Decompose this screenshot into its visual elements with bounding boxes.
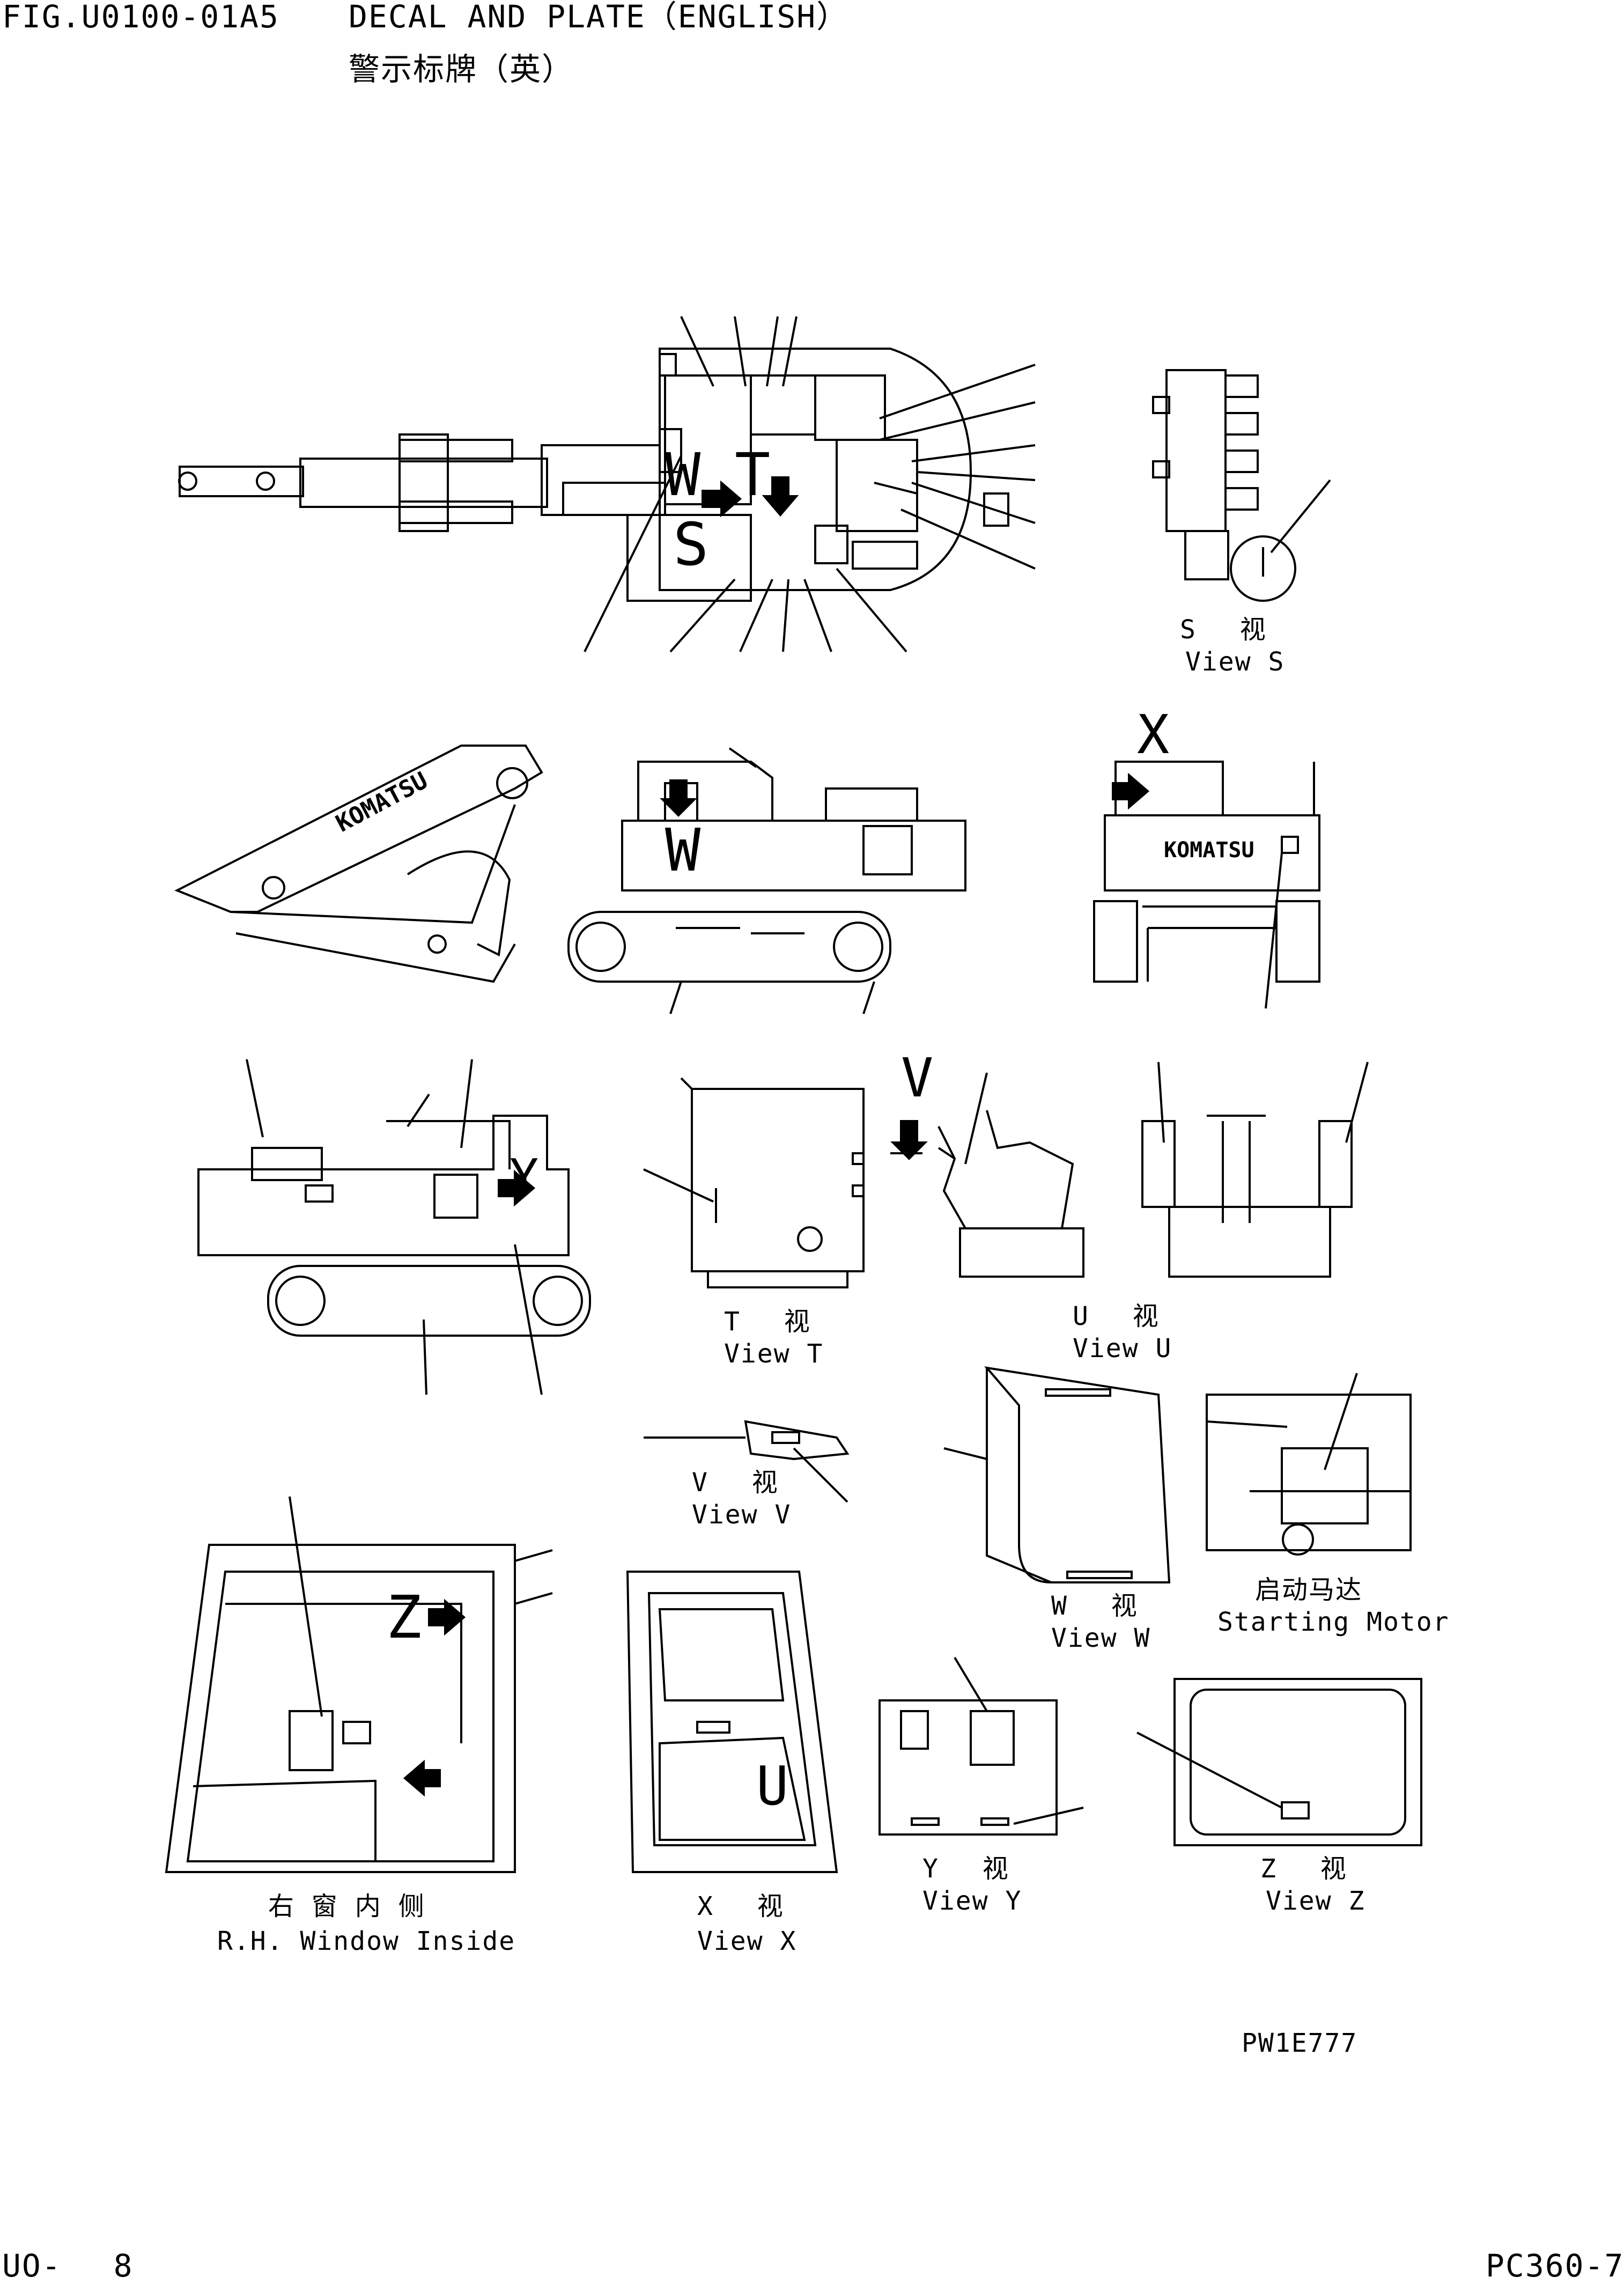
view-t-label-cn: T 视 <box>724 1307 811 1337</box>
view-z-label-cn: Z 视 <box>1260 1854 1347 1884</box>
view-s-label-cn: S 视 <box>1180 615 1267 645</box>
drawing-number: PW1E777 <box>1242 2028 1358 2058</box>
marker-v: V <box>901 1047 934 1109</box>
starting-motor-detail <box>1207 1373 1411 1554</box>
view-u-label-en: View U <box>1073 1333 1172 1364</box>
view-v-label-en: View V <box>692 1500 792 1530</box>
marker-x: X <box>1137 703 1170 766</box>
view-s-label-en: View S <box>1185 647 1285 677</box>
marker-w: W <box>665 816 701 885</box>
view-w-label-cn: W 视 <box>1051 1591 1138 1621</box>
view-x-label-en: View X <box>697 1926 797 1956</box>
rh-window-label-cn: 右 窗 内 侧 <box>268 1891 425 1921</box>
rear-view-excavator <box>1094 762 1319 1008</box>
marker-z: Z <box>386 1583 422 1652</box>
view-x-door <box>628 1572 837 1872</box>
figure-title-chinese: 警示标牌（英） <box>349 51 574 87</box>
marker-s: S <box>673 510 709 579</box>
view-u-seat <box>890 1062 1368 1277</box>
view-u-label-cn: U 视 <box>1073 1301 1160 1331</box>
figure-code: FIG.U0100-01A5 <box>2 0 279 35</box>
view-z-label-en: View Z <box>1266 1886 1365 1916</box>
starting-motor-label-cn: 启动马达 <box>1255 1575 1363 1605</box>
view-y-panel <box>880 1657 1083 1834</box>
right-side-view-excavator <box>198 1059 590 1395</box>
figure-title-english: DECAL AND PLATE（ENGLISH） <box>349 0 849 35</box>
marker-w-top: W <box>665 440 701 509</box>
marker-y: Y <box>510 1149 539 1205</box>
marker-t: T <box>735 440 771 509</box>
model-number: PC360-7 <box>1486 2248 1624 2284</box>
view-x-label-cn: X 视 <box>697 1891 784 1921</box>
rh-window-label-en: R.H. Window Inside <box>217 1926 516 1956</box>
view-v-lever <box>644 1421 847 1502</box>
view-w-window <box>944 1368 1169 1582</box>
side-view-excavator <box>177 746 965 1014</box>
rh-window-inside <box>166 1497 552 1872</box>
top-view-excavator <box>179 316 1035 652</box>
marker-u: U <box>756 1755 789 1817</box>
view-y-label-en: View Y <box>922 1886 1022 1916</box>
view-t-label-en: View T <box>724 1339 824 1369</box>
starting-motor-label-en: Starting Motor <box>1217 1607 1450 1637</box>
view-z-window <box>1137 1679 1421 1845</box>
view-y-label-cn: Y 视 <box>922 1854 1009 1884</box>
brand-decal-rear: KOMATSU <box>1164 838 1254 863</box>
page-number: UO- 8 <box>2 2248 134 2284</box>
view-s-valve <box>1153 370 1330 601</box>
view-v-label-cn: V 视 <box>692 1468 779 1498</box>
view-w-label-en: View W <box>1051 1623 1151 1653</box>
view-t-box <box>644 1078 863 1287</box>
